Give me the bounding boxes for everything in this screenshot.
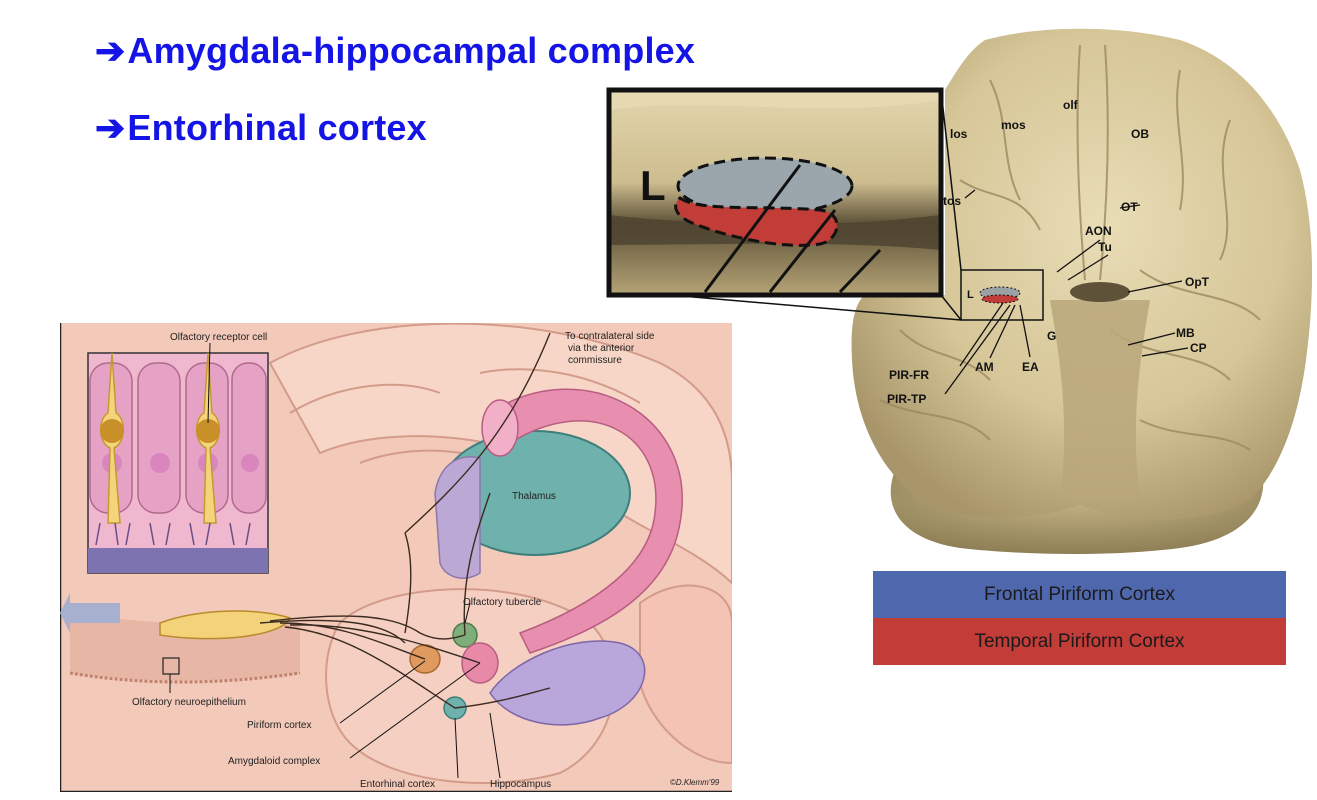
label-opt: OpT (1185, 275, 1210, 289)
label-receptor-cell: Olfactory receptor cell (170, 332, 267, 343)
epithelium-inset (87, 352, 269, 574)
dark-optic-region (1070, 282, 1130, 302)
small-l-label: L (967, 289, 974, 301)
legend-temporal-label: Temporal Piriform Cortex (974, 630, 1185, 652)
label-contralateral-2: via the anterior (568, 343, 635, 354)
zoom-inset: L (606, 87, 944, 298)
arrow-icon: ➔ (95, 107, 126, 148)
label-los: los (950, 127, 968, 141)
inset-l-label: L (640, 162, 666, 209)
legend-temporal-piriform: Temporal Piriform Cortex (873, 618, 1286, 665)
label-entorhinal: Entorhinal cortex (360, 779, 435, 790)
brainstem (1050, 300, 1150, 500)
hippocampus (489, 640, 646, 726)
label-cp: CP (1190, 341, 1207, 355)
label-contralateral-1: To contralateral side (565, 331, 655, 342)
arrow-icon: ➔ (95, 30, 126, 71)
bullet-text: Amygdala-hippocampal complex (127, 30, 696, 71)
label-mb: MB (1176, 326, 1195, 340)
cerebellum-illustration (639, 584, 732, 765)
bullet-text: Entorhinal cortex (127, 107, 427, 148)
label-contralateral-3: commissure (568, 355, 622, 366)
label-g: G (1047, 329, 1056, 343)
label-tu: Tu (1098, 240, 1112, 254)
olfactory-tracts (259, 332, 551, 709)
fornix (434, 456, 481, 579)
label-tos: tos (943, 194, 961, 208)
label-amygdaloid: Amygdaloid complex (228, 756, 320, 767)
label-neuroepithelium: Olfactory neuroepithelium (132, 697, 246, 708)
blue-arrow-icon (60, 593, 120, 633)
legend-frontal-piriform: Frontal Piriform Cortex (873, 571, 1286, 618)
label-ea: EA (1022, 360, 1039, 374)
label-pir-tp: PIR-TP (887, 392, 926, 406)
label-thalamus: Thalamus (512, 491, 556, 502)
zoom-source-box (960, 269, 1044, 321)
olfactory-pathway-illustration: Olfactory receptor cell To contralateral… (60, 323, 732, 792)
label-am: AM (975, 360, 994, 374)
legend-frontal-label: Frontal Piriform Cortex (983, 583, 1176, 605)
signature: ©D.Klemm'99 (670, 778, 720, 787)
label-olf: olf (1063, 98, 1079, 112)
label-pir-fr: PIR-FR (889, 368, 929, 382)
label-aon: AON (1085, 224, 1112, 238)
pink-arch (488, 388, 683, 654)
bullet-amygdala-hippocampal: ➔Amygdala-hippocampal complex (95, 30, 695, 72)
label-mos: mos (1001, 118, 1026, 132)
label-tubercle: Olfactory tubercle (463, 597, 542, 608)
frontal-piriform-region (676, 156, 854, 216)
brain-body (851, 28, 1313, 520)
label-hippocampus: Hippocampus (490, 779, 551, 790)
bullet-entorhinal: ➔Entorhinal cortex (95, 107, 427, 149)
olfactory-bulb (159, 610, 292, 640)
label-ob: OB (1131, 127, 1149, 141)
label-piriform: Piriform cortex (247, 720, 311, 731)
